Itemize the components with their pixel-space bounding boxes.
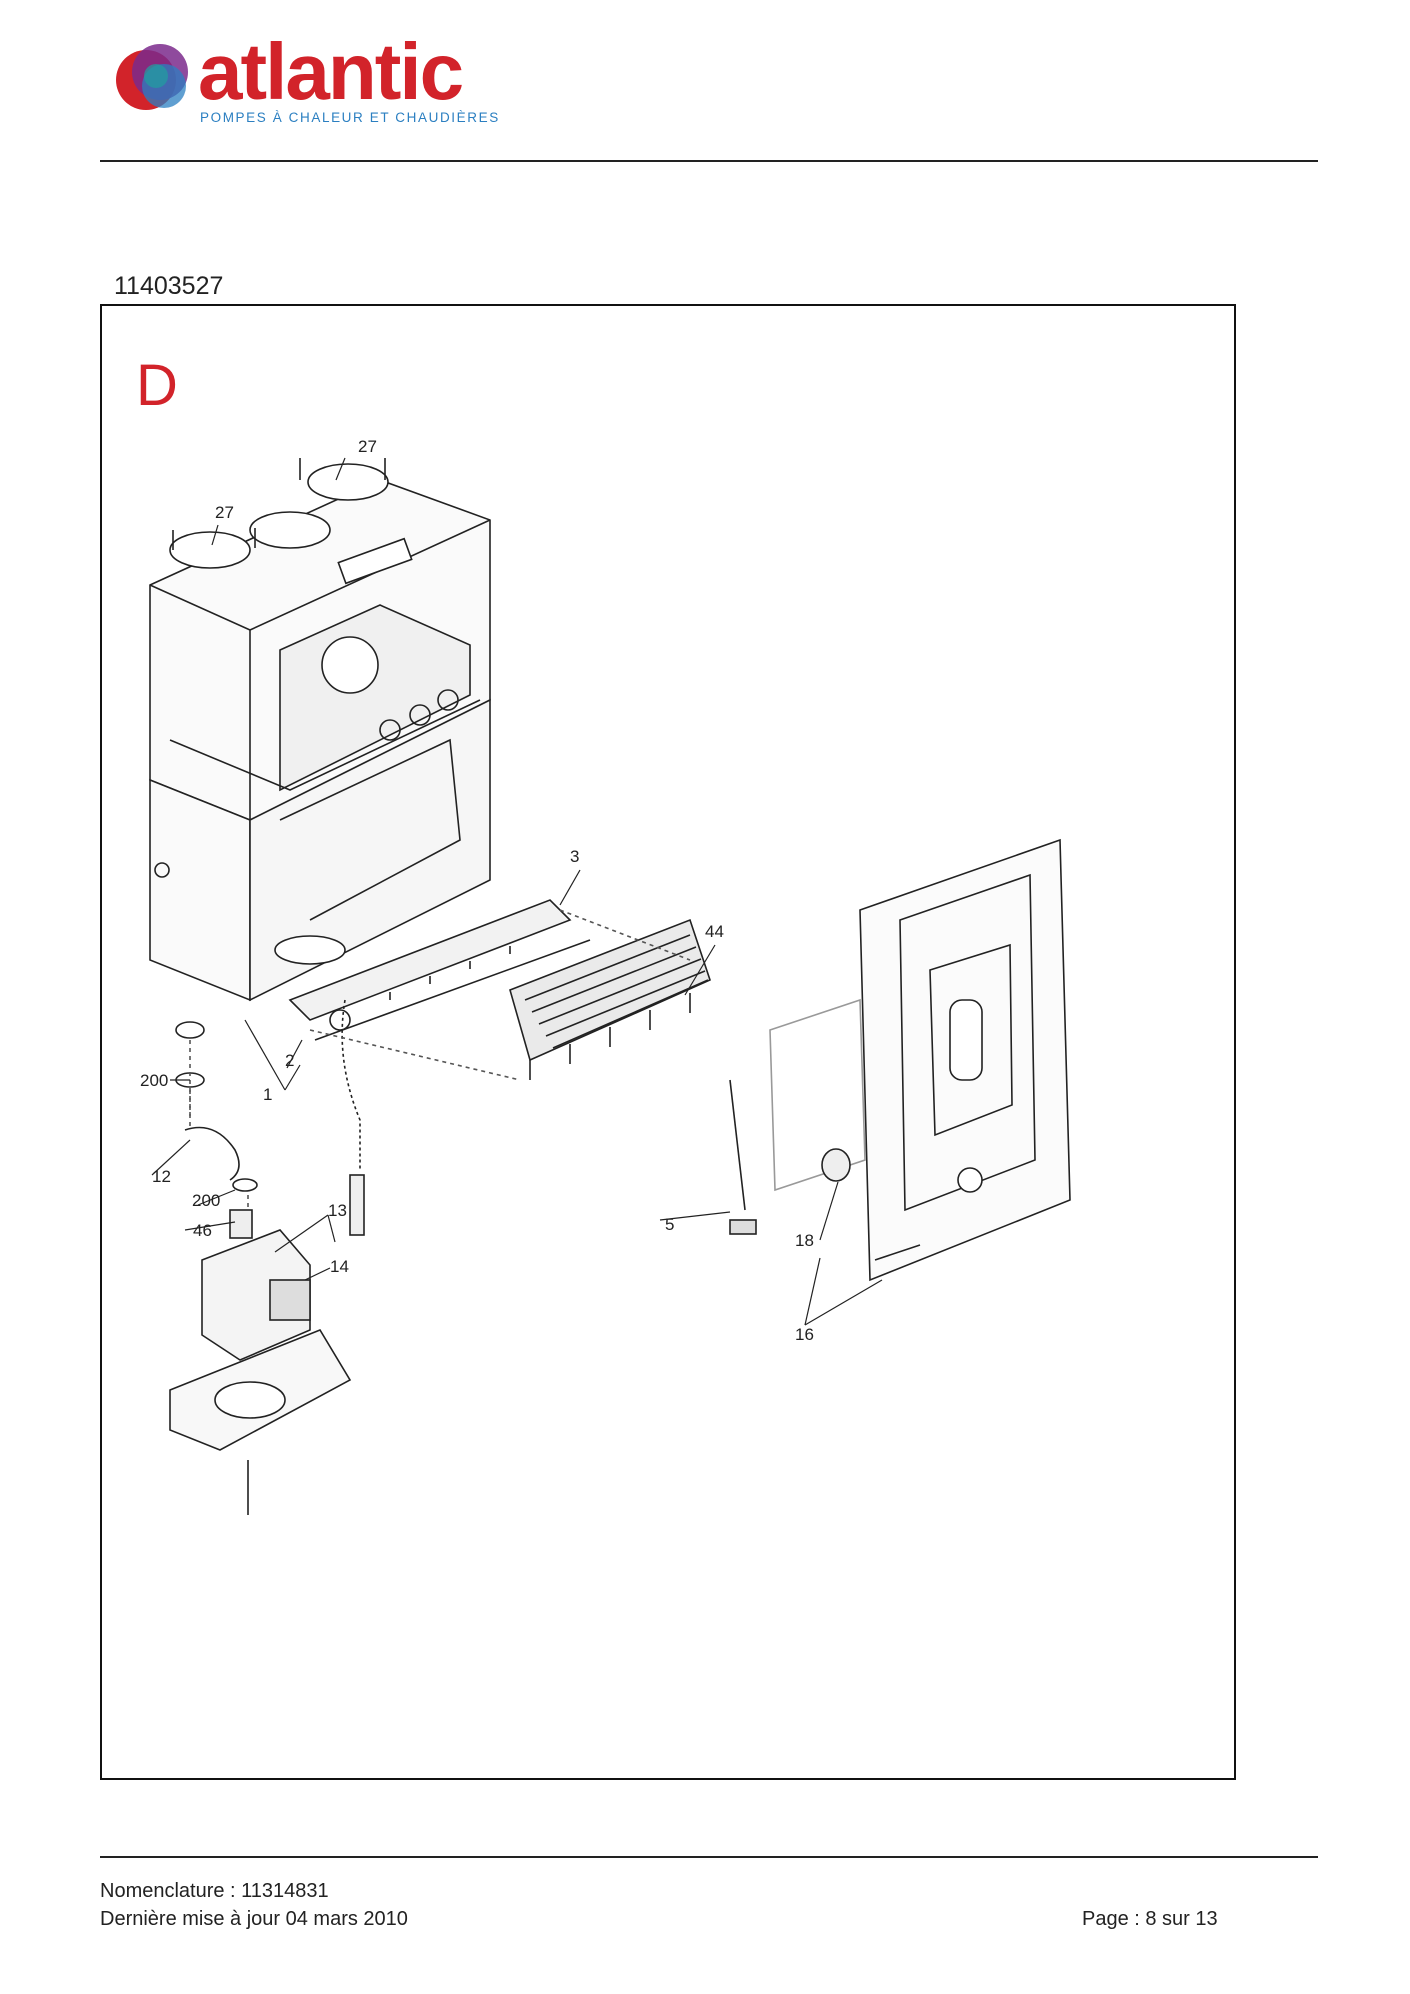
callout-13: 13 [328, 1201, 347, 1220]
callout-27-top: 27 [358, 437, 377, 456]
callout-46: 46 [193, 1221, 212, 1240]
callout-3: 3 [570, 847, 579, 866]
callout-200-upper: 200 [140, 1071, 168, 1090]
footer-divider [100, 1856, 1318, 1858]
pilot-tube [341, 999, 365, 1236]
document-reference: 11403527 [114, 272, 224, 300]
footer-nomenclature: Nomenclature : 11314831 [100, 1880, 329, 1902]
header-divider [100, 160, 1318, 162]
callout-27-left: 27 [215, 503, 234, 522]
leader-lines [151, 457, 883, 1326]
brand-logo: atlantic POMPES À CHALEUR ET CHAUDIÈRES [112, 27, 498, 136]
ignition-electrode [729, 1079, 757, 1235]
callout-14: 14 [330, 1257, 349, 1276]
page-number: Page : 8 sur 13 [1082, 1908, 1218, 1930]
combustion-chamber [149, 689, 491, 1002]
footer-last-update: Dernière mise à jour 04 mars 2010 [100, 1908, 408, 1930]
burner-bars [509, 918, 711, 1080]
section-letter: D [136, 353, 178, 418]
diagram-frame [100, 304, 1236, 1780]
atlantic-logo-mark [116, 44, 188, 110]
callout-44: 44 [705, 922, 724, 941]
exploded-parts-diagram: 27 27 3 44 2 1 200 12 200 46 13 14 5 18 … [130, 400, 1130, 1550]
brand-name: atlantic [198, 27, 464, 116]
callout-1: 1 [263, 1085, 272, 1104]
callout-18: 18 [795, 1231, 814, 1250]
gas-valve-assembly [169, 1021, 352, 1515]
callout-labels: 27 27 3 44 2 1 200 12 200 46 13 14 5 18 … [140, 437, 814, 1344]
callout-12: 12 [152, 1167, 171, 1186]
front-panel [859, 838, 1071, 1282]
inspection-plate [769, 998, 866, 1192]
callout-2: 2 [285, 1051, 294, 1070]
callout-200-lower: 200 [192, 1191, 220, 1210]
burner-manifold [288, 899, 591, 1041]
callout-16: 16 [795, 1325, 814, 1344]
brand-tagline: POMPES À CHALEUR ET CHAUDIÈRES [200, 110, 500, 125]
callout-5: 5 [665, 1215, 674, 1234]
